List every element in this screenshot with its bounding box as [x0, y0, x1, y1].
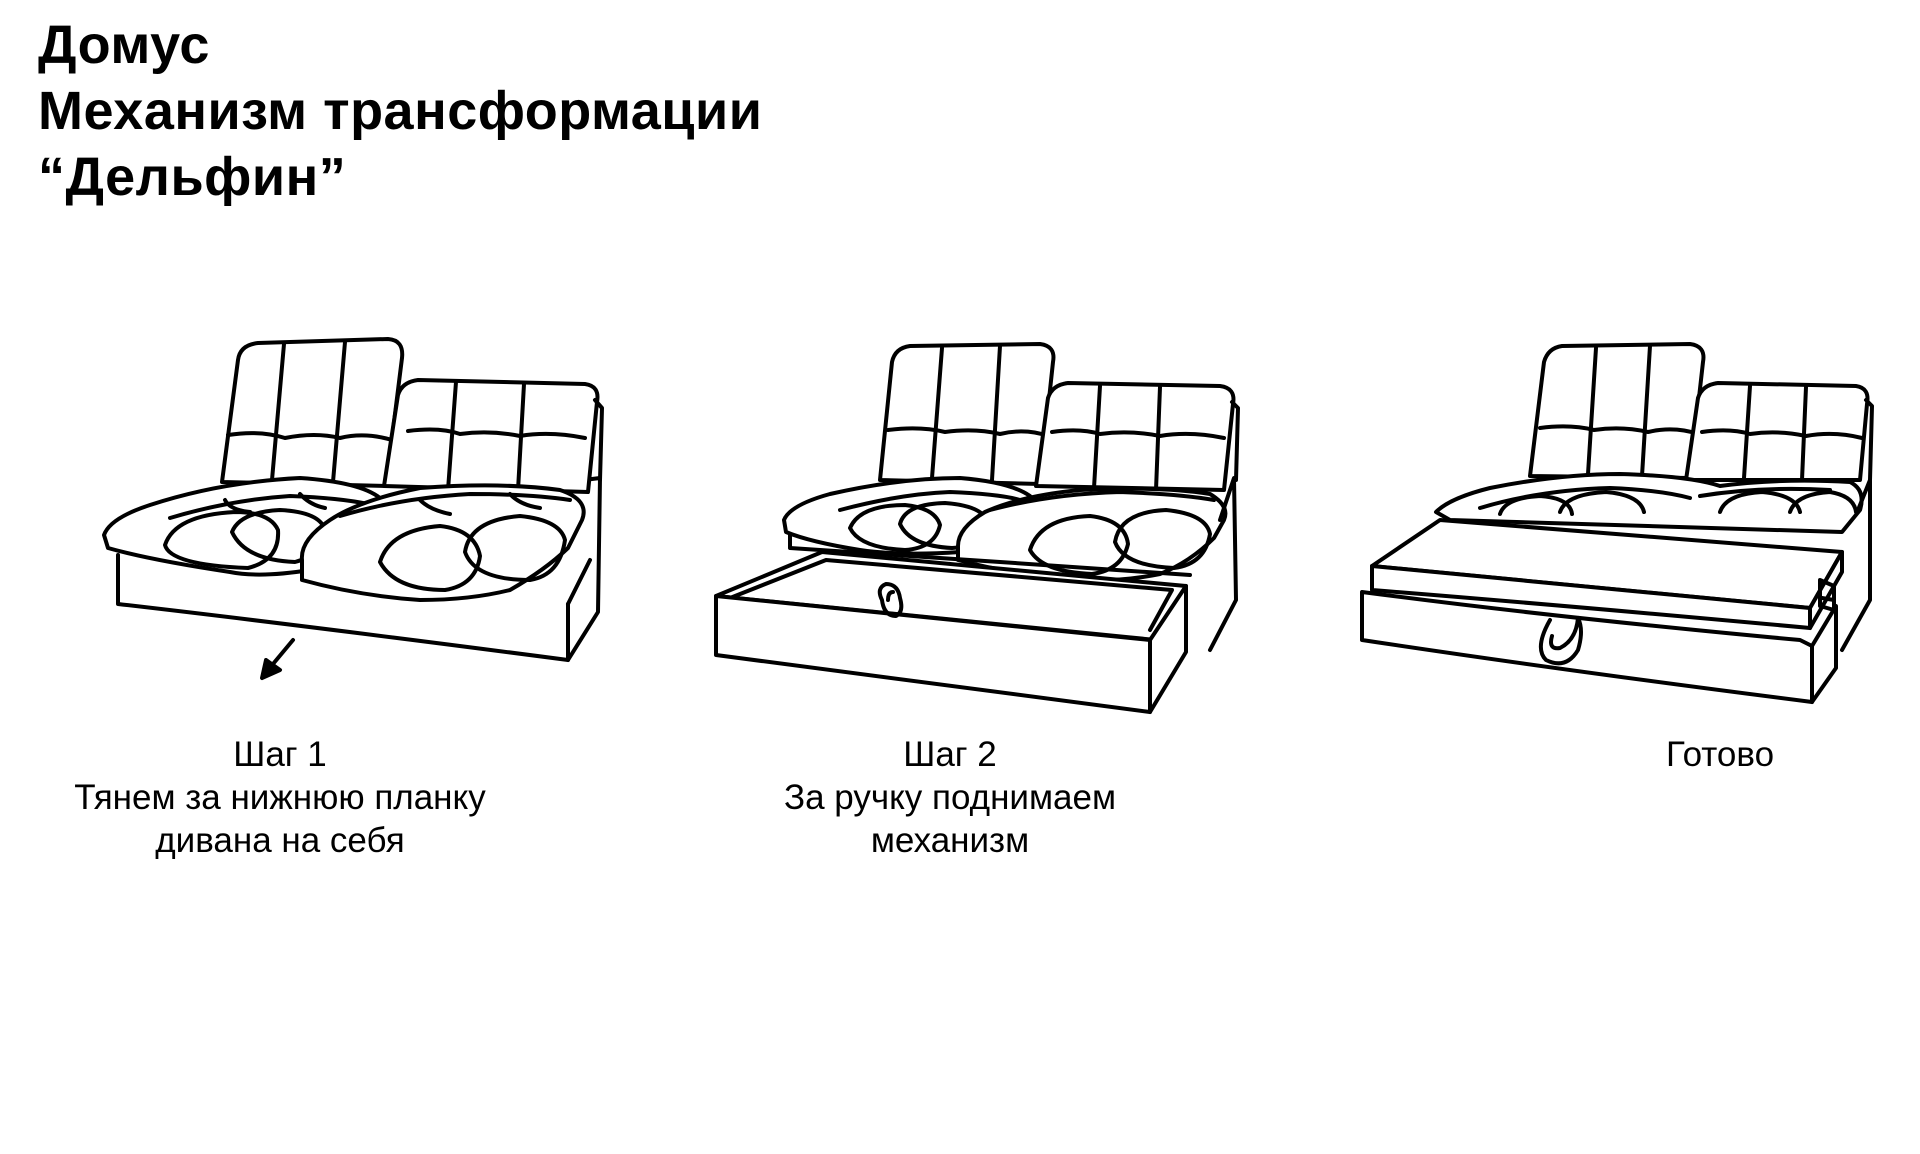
- step-2-heading: Шаг 2: [903, 735, 997, 774]
- step-1-text-line-2: дивана на себя: [155, 821, 405, 860]
- step-1-caption: Шаг 1 Тянем за нижнюю планку дивана на с…: [30, 733, 530, 862]
- mechanism-name: “Дельфин”: [38, 147, 347, 207]
- done-caption: Готово: [1470, 733, 1920, 776]
- step-2-text-line-2: механизм: [870, 821, 1030, 860]
- brand-name: Домус: [38, 15, 210, 75]
- mechanism-title: Механизм трансформации: [38, 81, 763, 141]
- step-2-caption: Шаг 2 За ручку поднимаем механизм: [700, 733, 1200, 862]
- step-2-text-line-1: За ручку поднимаем: [783, 778, 1117, 817]
- step-1-text-line-1: Тянем за нижнюю планку: [74, 778, 486, 817]
- sofa-done-illustration: [1360, 342, 1874, 704]
- step-1-heading: Шаг 1: [233, 735, 327, 774]
- done-heading: Готово: [1665, 735, 1775, 774]
- sofa-step-2-illustration: [714, 342, 1240, 714]
- sofa-step-1-illustration: [102, 337, 604, 680]
- page-title: Домус Механизм трансформации “Дельфин”: [38, 12, 762, 210]
